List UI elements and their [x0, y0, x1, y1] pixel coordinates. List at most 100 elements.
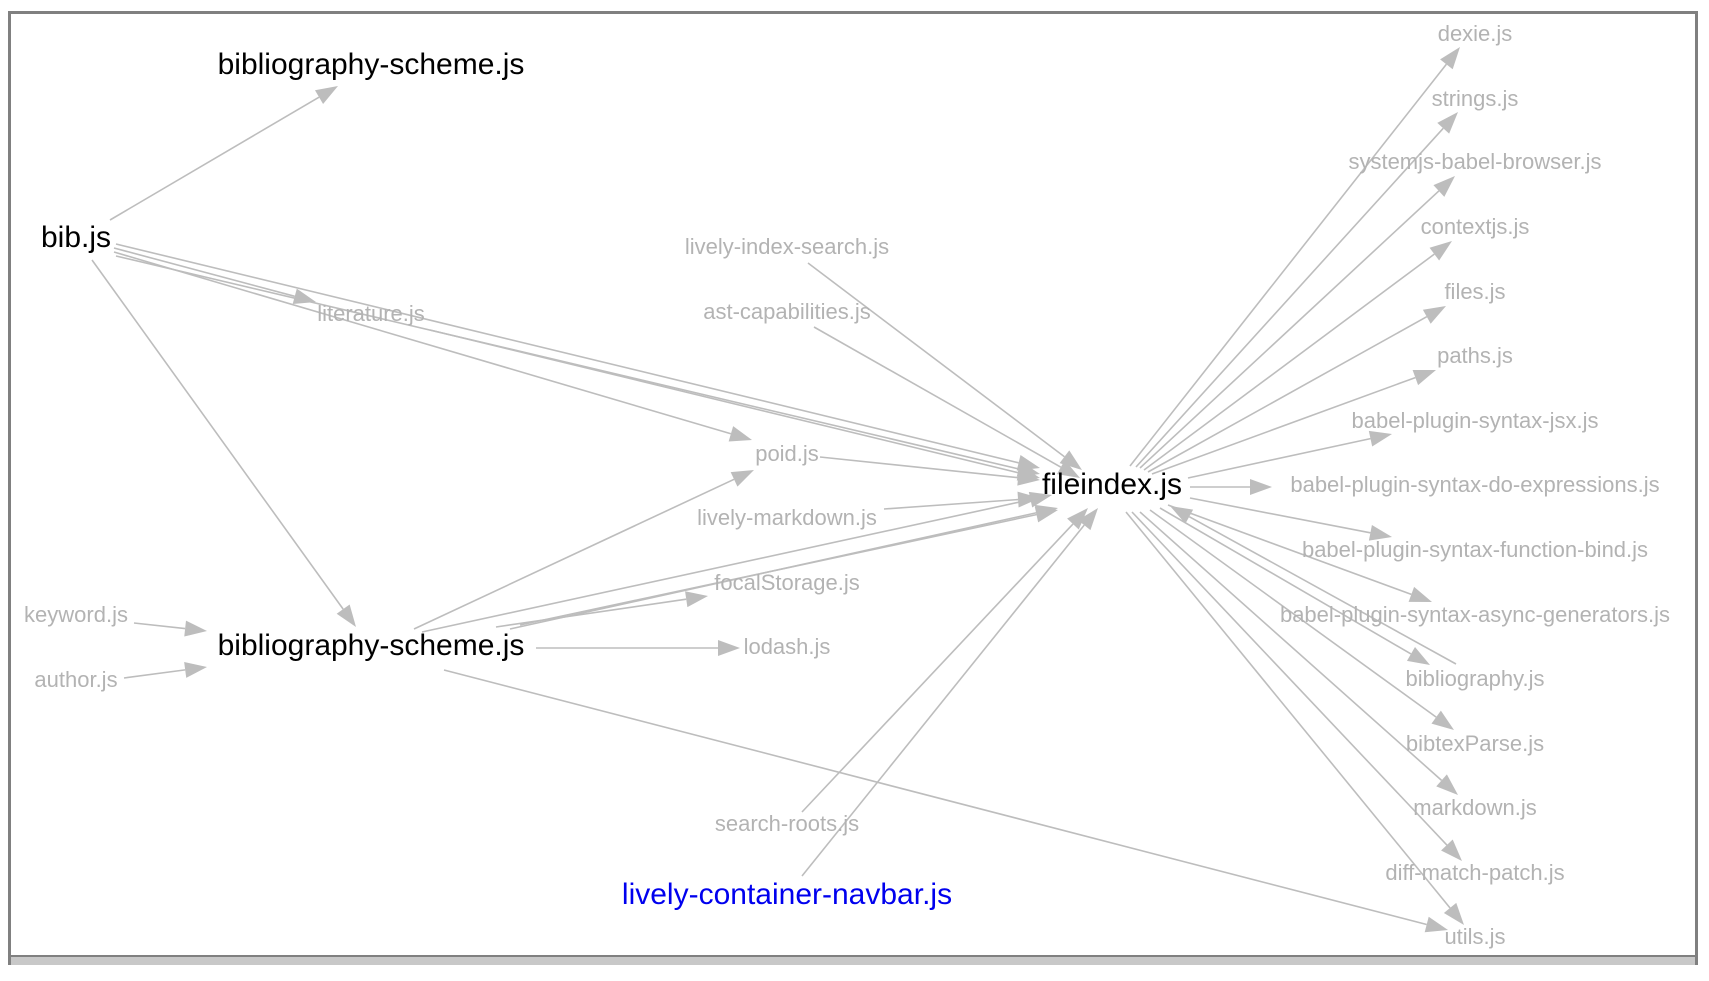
edge-fileindex-to-babel-plugin-syntax-jsx-arrowhead: [1368, 430, 1392, 447]
node-systemjs-babel-browser[interactable]: systemjs-babel-browser.js: [1348, 149, 1601, 174]
edge-fileindex-to-babel-plugin-syntax-async-generators-line: [1167, 504, 1412, 596]
dependency-graph-frame: [8, 11, 1698, 965]
node-lively-index-search[interactable]: lively-index-search.js: [685, 234, 889, 259]
edge-fileindex-to-babel-plugin-syntax-do-expressions: [1190, 479, 1272, 495]
edge-fileindex-to-paths-line: [1151, 376, 1416, 475]
edge-fileindex-to-bibliography-line: [1159, 507, 1412, 655]
edges-layer: [91, 47, 1464, 933]
edge-lively-index-search-to-fileindex-arrowhead: [1059, 450, 1082, 470]
edge-ast-capabilities-to-fileindex: [813, 326, 1080, 478]
edge-fileindex-to-strings-line: [1135, 127, 1444, 468]
node-utils[interactable]: utils.js: [1444, 924, 1505, 949]
edge-fileindex-to-bibtexParse: [1149, 509, 1454, 730]
edge-lively-container-navbar-to-fileindex-line: [801, 524, 1085, 877]
node-keyword[interactable]: keyword.js: [24, 602, 128, 627]
edge-literature-to-fileindex: [429, 329, 1040, 481]
node-dexie[interactable]: dexie.js: [1438, 21, 1513, 46]
edge-search-roots-to-fileindex-arrowhead: [1067, 508, 1088, 530]
edge-ast-capabilities-to-fileindex-arrowhead: [1056, 460, 1080, 478]
node-lively-container-navbar[interactable]: lively-container-navbar.js: [622, 878, 952, 911]
edge-lively-container-navbar-to-fileindex: [801, 508, 1098, 877]
edge-keyword-to-bibliography-scheme: [133, 620, 207, 637]
node-paths[interactable]: paths.js: [1437, 343, 1513, 368]
edge-bib-to-bibliography-scheme: [91, 259, 356, 627]
edge-bib-to-literature-line: [113, 247, 295, 298]
edge-bibliography-scheme-to-utils-line: [443, 669, 1427, 926]
edge-bib-to-bibliography-scheme-top-arrowhead: [314, 86, 338, 105]
edge-poid-to-fileindex-line: [819, 456, 1019, 479]
edge-fileindex-to-dexie: [1129, 47, 1460, 467]
node-bibliography-scheme-top[interactable]: bibliography-scheme.js: [218, 48, 525, 81]
edge-fileindex-to-contextjs-arrowhead: [1429, 241, 1452, 261]
node-files[interactable]: files.js: [1444, 279, 1505, 304]
edge-focalStorage-to-fileindex: [519, 506, 1058, 626]
edge-focalStorage-to-fileindex-arrowhead: [1034, 506, 1058, 523]
edge-bib-to-fileindex: [115, 243, 1040, 471]
edge-bibliography-scheme-to-poid: [413, 470, 754, 630]
edge-keyword-to-bibliography-scheme-arrowhead: [184, 620, 207, 637]
horizontal-scrollbar[interactable]: [8, 955, 1698, 965]
edge-fileindex-to-dexie-line: [1129, 63, 1448, 467]
edge-fileindex-to-diff-match-patch: [1131, 511, 1462, 861]
edge-fileindex-to-markdown-arrowhead: [1436, 774, 1458, 795]
edge-fileindex-to-strings-arrowhead: [1437, 112, 1458, 134]
edge-bib-to-bibliography-scheme-line: [91, 259, 344, 610]
edge-fileindex-to-contextjs-line: [1143, 253, 1435, 471]
edge-fileindex-to-paths-arrowhead: [1412, 370, 1436, 386]
edge-bib-to-literature: [113, 247, 316, 305]
node-bibtexParse[interactable]: bibtexParse.js: [1406, 731, 1544, 756]
edge-bibliography-scheme-to-focalStorage-arrowhead: [685, 591, 708, 608]
edge-fileindex-to-babel-plugin-syntax-function-bind-line: [1189, 497, 1371, 534]
node-bibliography[interactable]: bibliography.js: [1405, 666, 1544, 691]
node-babel-plugin-syntax-async-generators[interactable]: babel-plugin-syntax-async-generators.js: [1280, 602, 1670, 627]
edge-bib-to-poid-arrowhead: [728, 426, 752, 442]
edge-author-to-bibliography-scheme: [123, 661, 207, 679]
node-babel-plugin-syntax-do-expressions[interactable]: babel-plugin-syntax-do-expressions.js: [1290, 472, 1659, 497]
edge-fileindex-to-paths: [1151, 370, 1436, 475]
node-search-roots[interactable]: search-roots.js: [715, 811, 859, 836]
node-author[interactable]: author.js: [34, 667, 117, 692]
edge-fileindex-to-babel-plugin-syntax-function-bind-arrowhead: [1368, 524, 1392, 541]
edge-fileindex-to-systemjs-babel-browser-line: [1139, 190, 1440, 469]
edge-fileindex-to-utils: [1125, 511, 1464, 925]
node-ast-capabilities[interactable]: ast-capabilities.js: [703, 299, 871, 324]
node-babel-plugin-syntax-function-bind[interactable]: babel-plugin-syntax-function-bind.js: [1302, 537, 1648, 562]
edge-bibliography-scheme-to-focalStorage-line: [495, 598, 687, 628]
node-poid[interactable]: poid.js: [755, 441, 819, 466]
node-lively-markdown[interactable]: lively-markdown.js: [697, 505, 877, 530]
node-bib[interactable]: bib.js: [41, 221, 111, 254]
edge-bib-to-poid-line: [113, 251, 732, 435]
edge-fileindex-to-bibtexParse-arrowhead: [1431, 710, 1454, 730]
edge-bibliography-to-fileindex-line: [1188, 515, 1457, 665]
node-literature[interactable]: literature.js: [317, 301, 425, 326]
edge-keyword-to-bibliography-scheme-line: [133, 622, 186, 630]
node-markdown[interactable]: markdown.js: [1413, 795, 1536, 820]
edge-bibliography-scheme-to-focalStorage: [495, 591, 708, 628]
node-diff-match-patch[interactable]: diff-match-patch.js: [1385, 860, 1564, 885]
edge-fileindex-to-contextjs: [1143, 241, 1452, 471]
edge-bib-to-fileindex-line: [115, 255, 1019, 470]
edge-fileindex-to-babel-plugin-syntax-function-bind: [1189, 497, 1392, 541]
edge-bibliography-scheme-to-utils: [443, 669, 1448, 933]
edge-bibliography-scheme-to-poid-line: [413, 478, 735, 630]
edge-bib-to-fileindex-line: [115, 243, 1019, 464]
edge-fileindex-to-dexie-arrowhead: [1440, 47, 1460, 70]
edge-fileindex-to-babel-plugin-syntax-jsx: [1187, 430, 1392, 479]
edge-bibliography-to-fileindex-arrowhead: [1170, 506, 1194, 524]
edge-fileindex-to-files-line: [1147, 316, 1428, 473]
edge-lively-markdown-to-fileindex-line: [883, 498, 1019, 510]
node-focalStorage[interactable]: focalStorage.js: [714, 570, 860, 595]
node-bibliography-scheme[interactable]: bibliography-scheme.js: [218, 629, 525, 662]
edge-fileindex-to-utils-arrowhead: [1443, 902, 1464, 925]
node-fileindex[interactable]: fileindex.js: [1042, 468, 1182, 501]
node-babel-plugin-syntax-jsx[interactable]: babel-plugin-syntax-jsx.js: [1352, 408, 1599, 433]
node-lodash[interactable]: lodash.js: [744, 634, 831, 659]
edge-fileindex-to-bibliography-arrowhead: [1406, 647, 1430, 665]
node-strings[interactable]: strings.js: [1432, 86, 1519, 111]
edge-poid-to-fileindex-arrowhead: [1017, 469, 1040, 486]
edge-fileindex-to-systemjs-babel-browser: [1139, 176, 1455, 469]
edge-ast-capabilities-to-fileindex-line: [813, 326, 1062, 468]
edge-bib-to-poid: [113, 251, 752, 442]
node-contextjs[interactable]: contextjs.js: [1421, 214, 1530, 239]
